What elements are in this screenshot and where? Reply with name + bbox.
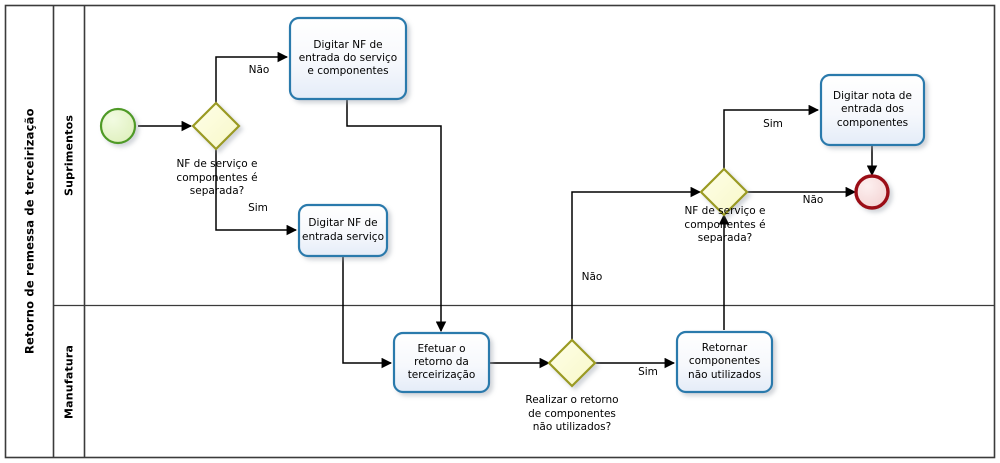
event-shapes — [99, 107, 890, 210]
gateway-shape-gw1 — [191, 101, 241, 151]
lane-title-manufatura: Manufatura — [62, 344, 76, 419]
pool-title: Retorno de remessa de terceirização — [22, 108, 37, 355]
flow-label-gw1-nao: Não — [248, 64, 270, 76]
task-shape-t1 — [288, 16, 408, 101]
flow-t1-to-t3 — [346, 99, 447, 333]
sequence-flows — [138, 51, 878, 369]
gateway-label-gw3: Realizar o retorno de componentes não ut… — [525, 394, 619, 434]
task-shapes — [288, 16, 926, 394]
flow-gw1-to-t2 — [215, 149, 298, 236]
flow-gw2-to-t5 — [723, 104, 820, 169]
flow-label-gw3-sim: Sim — [638, 366, 658, 378]
flow-label-gw2-nao: Não — [802, 194, 824, 206]
flow-gw3-to-gw2 — [571, 186, 702, 340]
flow-gw1-to-t1 — [215, 51, 289, 103]
lane-title-suprimentos: Suprimentos — [62, 114, 76, 197]
gateway-label-gw2: NF de serviço e componentes é separada? — [684, 205, 766, 245]
start-event-shape — [99, 107, 137, 145]
gateway-label-gw1: NF de serviço e componentes é separada? — [176, 158, 258, 198]
flow-t2-to-t3 — [342, 256, 393, 369]
task-shape-t5 — [819, 73, 926, 147]
gateway-shape-gw2 — [699, 167, 749, 217]
gateway-shapes — [191, 101, 749, 388]
flow-label-gw1-sim: Sim — [248, 202, 268, 214]
flow-label-gw3-nao: Não — [581, 271, 603, 283]
task-shape-t2 — [297, 203, 389, 258]
gateway-shape-gw3 — [547, 338, 597, 388]
pool-frame — [4, 4, 996, 459]
end-event-shape — [854, 174, 890, 210]
task-shape-t4 — [675, 330, 774, 394]
flow-label-gw2-sim: Sim — [763, 118, 783, 130]
task-shape-t3 — [392, 331, 491, 394]
